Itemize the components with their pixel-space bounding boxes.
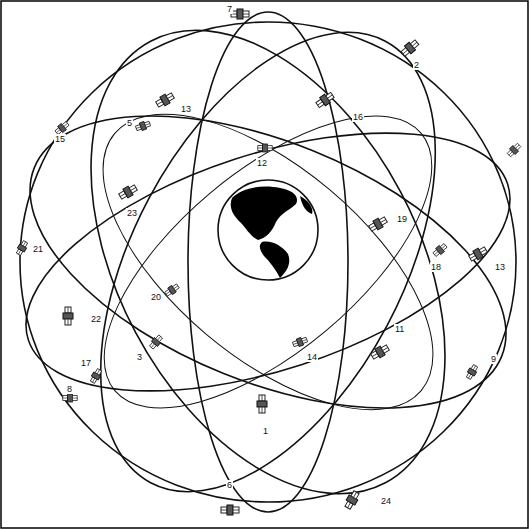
satellite-number: 5 xyxy=(126,118,133,128)
satellite-number: 1 xyxy=(262,426,269,436)
satellite-number: 16 xyxy=(352,112,364,122)
satellite-number: 9 xyxy=(490,354,497,364)
satellite-number: 14 xyxy=(306,352,318,362)
satellite-number: 8 xyxy=(66,384,73,394)
satellite-number: 21 xyxy=(32,244,44,254)
satellite-number: 22 xyxy=(90,314,102,324)
satellite-number: 13 xyxy=(494,262,506,272)
satellite-number: 3 xyxy=(136,352,143,362)
satellite-number: 2 xyxy=(413,60,420,70)
satellite-number: 12 xyxy=(256,158,268,168)
satellite-number: 11 xyxy=(394,324,405,334)
satellite-number: 18 xyxy=(430,262,442,272)
satellite-number: 13 xyxy=(180,104,192,114)
satellite-number: 17 xyxy=(80,358,92,368)
satellite-number: 24 xyxy=(380,496,392,506)
satellite-number: 19 xyxy=(396,214,408,224)
satellite-number: 23 xyxy=(126,208,138,218)
satellite-number: 20 xyxy=(150,292,162,302)
satellite-number: 7 xyxy=(226,4,233,14)
satellite-number: 6 xyxy=(226,480,233,490)
satellite-number: 15 xyxy=(54,134,66,144)
